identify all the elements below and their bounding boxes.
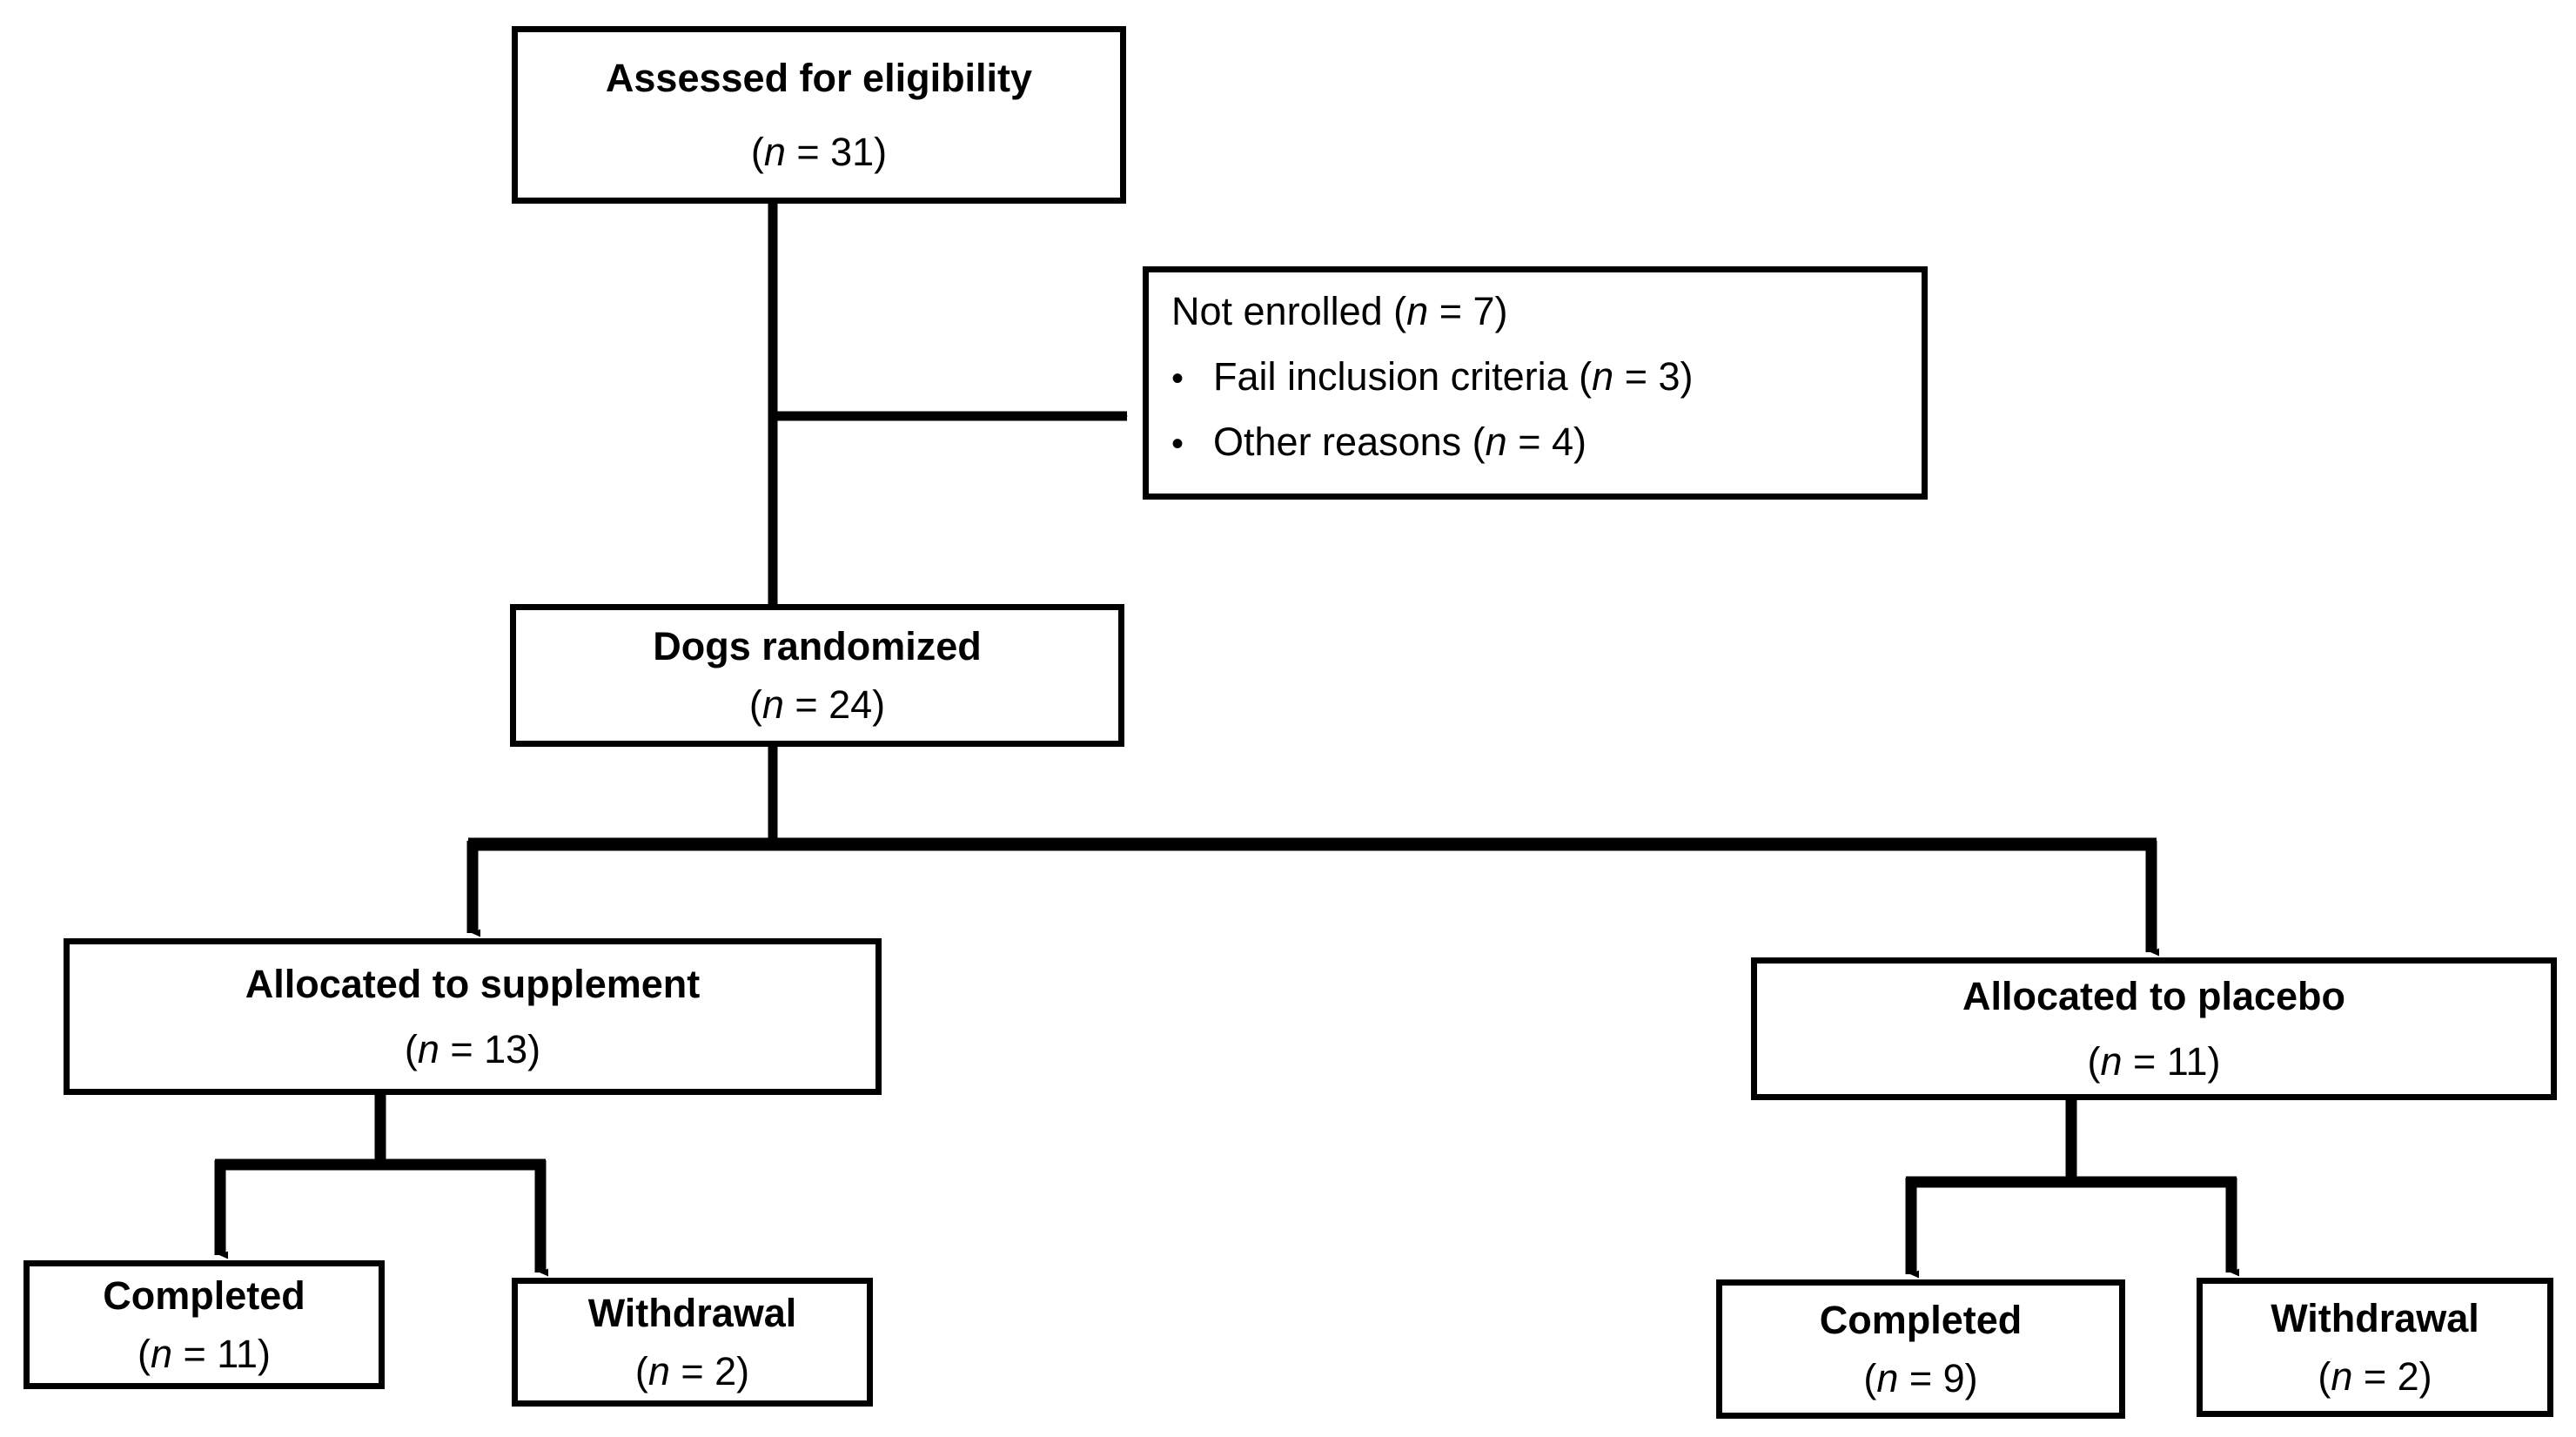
n-symbol: n xyxy=(2331,1354,2353,1399)
node-placebo-withdrawal: Withdrawal (n = 2) xyxy=(2197,1278,2553,1417)
node-assessed-count: (n = 31) xyxy=(750,130,888,174)
n-symbol: n xyxy=(150,1332,173,1376)
node-not-enrolled-label: Not enrolled xyxy=(1171,289,1383,333)
reason-other-label: Other reasons xyxy=(1213,420,1462,464)
node-assessed-label: Assessed for eligibility xyxy=(605,56,1033,100)
node-allocated-placebo-label: Allocated to placebo xyxy=(1962,974,2346,1018)
node-supplement-withdrawal-count: (n = 2) xyxy=(634,1349,750,1393)
n-symbol: n xyxy=(417,1027,439,1071)
n-symbol: n xyxy=(1406,289,1429,333)
node-allocated-to-supplement: Allocated to supplement (n = 13) xyxy=(64,938,882,1095)
n-symbol: n xyxy=(1592,354,1614,399)
node-placebo-withdrawal-count: (n = 2) xyxy=(2318,1354,2432,1399)
node-allocated-supplement-label: Allocated to supplement xyxy=(245,962,701,1006)
node-placebo-completed: Completed (n = 9) xyxy=(1716,1279,2125,1419)
n-symbol: n xyxy=(1485,420,1507,464)
node-placebo-completed-count: (n = 9) xyxy=(1863,1356,1978,1400)
n-symbol: n xyxy=(1876,1356,1899,1400)
node-placebo-withdrawal-label: Withdrawal xyxy=(2271,1296,2479,1340)
reason-fail-inclusion-count: (n = 3) xyxy=(1579,354,1694,399)
reason-fail-inclusion-label: Fail inclusion criteria xyxy=(1213,354,1568,399)
n-symbol: n xyxy=(761,682,784,727)
node-assessed-for-eligibility: Assessed for eligibility (n = 31) xyxy=(512,26,1126,204)
node-supplement-completed-label: Completed xyxy=(103,1273,305,1318)
list-item-text: Fail inclusion criteria (n = 3) xyxy=(1213,357,1693,396)
node-supplement-completed-count: (n = 11) xyxy=(137,1332,271,1376)
node-allocated-placebo-count: (n = 11) xyxy=(2087,1039,2221,1084)
node-dogs-randomized: Dogs randomized (n = 24) xyxy=(510,604,1124,747)
node-not-enrolled-count: (n = 7) xyxy=(1393,289,1508,333)
node-randomized-count: (n = 24) xyxy=(748,682,886,727)
node-supplement-withdrawal: Withdrawal (n = 2) xyxy=(512,1278,873,1407)
node-supplement-completed: Completed (n = 11) xyxy=(23,1260,385,1389)
reason-other-count: (n = 4) xyxy=(1472,420,1587,464)
list-item-other-reasons: • Other reasons (n = 4) xyxy=(1171,422,1587,461)
n-symbol: n xyxy=(763,130,786,174)
list-item-text: Other reasons (n = 4) xyxy=(1213,422,1587,461)
node-supplement-withdrawal-label: Withdrawal xyxy=(587,1291,797,1335)
node-placebo-completed-label: Completed xyxy=(1819,1298,2023,1342)
bullet-icon: • xyxy=(1171,425,1184,463)
n-symbol: n xyxy=(647,1349,670,1393)
list-item-fail-inclusion: • Fail inclusion criteria (n = 3) xyxy=(1171,357,1694,396)
node-not-enrolled-heading: Not enrolled (n = 7) xyxy=(1171,292,1508,331)
node-allocated-to-placebo: Allocated to placebo (n = 11) xyxy=(1751,957,2557,1100)
node-randomized-label: Dogs randomized xyxy=(653,624,982,668)
n-symbol: n xyxy=(2100,1039,2123,1084)
node-not-enrolled: Not enrolled (n = 7) • Fail inclusion cr… xyxy=(1143,266,1928,500)
bullet-icon: • xyxy=(1171,359,1184,398)
node-allocated-supplement-count: (n = 13) xyxy=(404,1027,541,1071)
